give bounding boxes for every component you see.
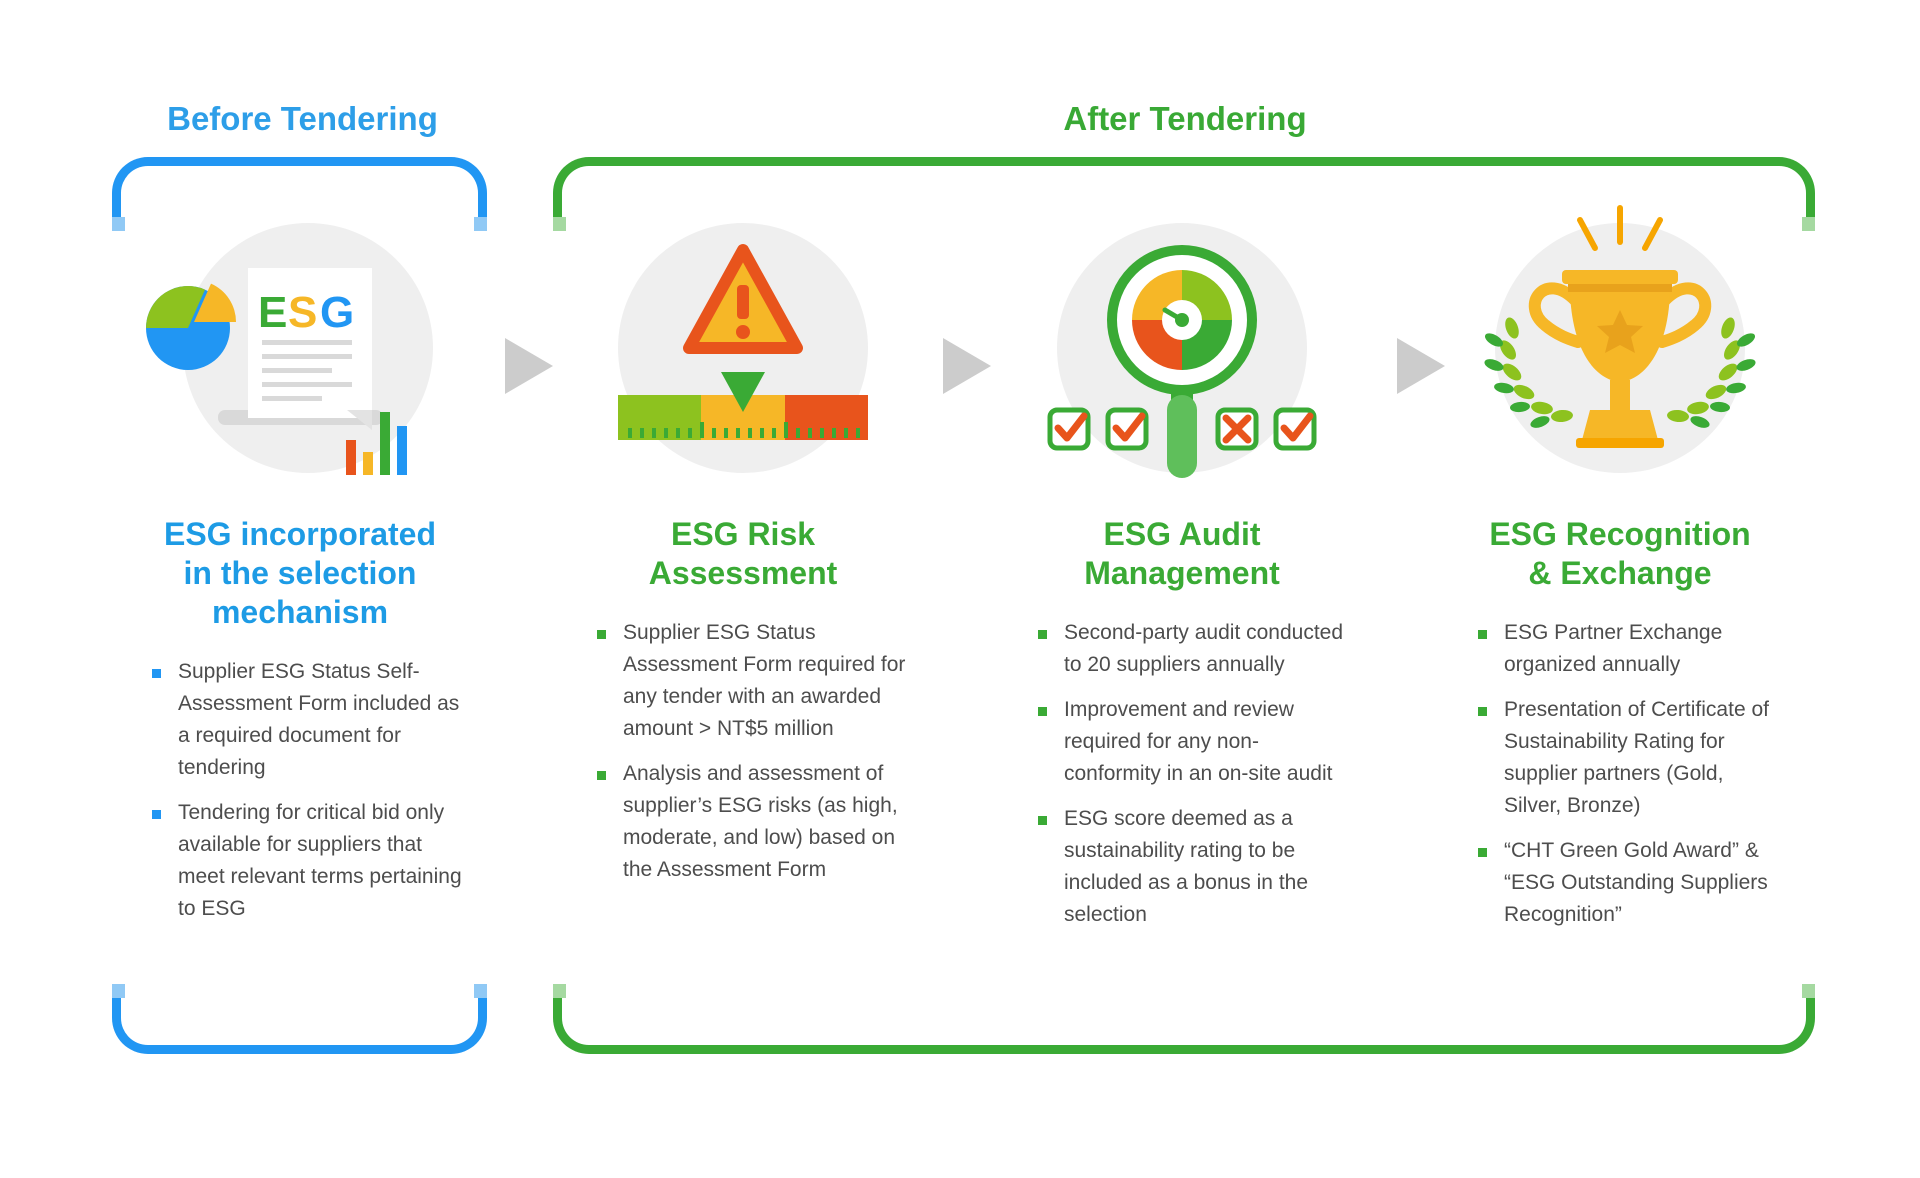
- after-bracket-cap: [553, 984, 566, 998]
- column-title: ESG incorporated in the selection mechan…: [130, 515, 470, 632]
- column-title-line: Management: [1084, 555, 1280, 591]
- after-bracket-cap: [1802, 217, 1815, 231]
- column-title-line: ESG Recognition: [1489, 516, 1751, 552]
- column-title-line: ESG Audit: [1103, 516, 1261, 552]
- bullet-list: Supplier ESG Status Assessment Form requ…: [573, 617, 913, 886]
- column-title-line: ESG incorporated: [163, 516, 437, 552]
- trophy-icon: [1450, 200, 1790, 490]
- before-bracket-cap: [112, 217, 125, 231]
- before-bracket-cap: [474, 984, 487, 998]
- before-bracket-cap: [474, 217, 487, 231]
- before-tendering-heading: Before Tendering: [167, 100, 438, 137]
- after-bracket-cap: [553, 217, 566, 231]
- bullet-item: ESG score deemed as a sustainability rat…: [1038, 803, 1348, 931]
- bullet-item: ESG Partner Exchange organized annually: [1478, 617, 1786, 681]
- column-title: ESG Audit Management: [1012, 515, 1352, 593]
- bullet-item: Supplier ESG Status Assessment Form requ…: [597, 617, 909, 745]
- esg-document-icon: E S G: [130, 200, 470, 490]
- bullet-item: Presentation of Certificate of Sustainab…: [1478, 694, 1786, 822]
- column-title-line: & Exchange: [1528, 555, 1712, 591]
- svg-text:G: G: [320, 288, 354, 337]
- column-title-line: in the selection: [183, 555, 417, 591]
- risk-warning-icon: [573, 200, 913, 490]
- step-arrow-icon: [1397, 338, 1445, 394]
- bullet-list: Supplier ESG Status Self-Assessment Form…: [130, 656, 470, 925]
- before-bracket-bottom: [112, 984, 487, 1054]
- bullet-list: ESG Partner Exchange organized annually …: [1450, 617, 1790, 931]
- column-title-line: ESG Risk: [670, 516, 816, 552]
- before-bracket-top: [112, 157, 487, 227]
- column-title: ESG Recognition & Exchange: [1450, 515, 1790, 593]
- svg-text:S: S: [288, 288, 317, 337]
- bullet-item: Improvement and review required for any …: [1038, 694, 1348, 790]
- bullet-item: Analysis and assessment of supplier’s ES…: [597, 758, 909, 886]
- bullet-list: Second-party audit conducted to 20 suppl…: [1012, 617, 1352, 931]
- after-bracket-cap: [1802, 984, 1815, 998]
- after-tendering-heading: After Tendering: [1063, 100, 1307, 137]
- after-bracket-bottom: [553, 984, 1815, 1054]
- bullet-item: “CHT Green Gold Award” & “ESG Outstandin…: [1478, 835, 1786, 931]
- column-title: ESG Risk Assessment: [573, 515, 913, 593]
- step-arrow-icon: [505, 338, 553, 394]
- svg-text:E: E: [258, 288, 287, 337]
- bullet-item: Tendering for critical bid only availabl…: [152, 797, 466, 925]
- column-title-line: Assessment: [648, 555, 838, 591]
- after-bracket-top: [553, 157, 1815, 227]
- bullet-item: Second-party audit conducted to 20 suppl…: [1038, 617, 1348, 681]
- column-risk-assessment: ESG Risk Assessment Supplier ESG Status …: [573, 515, 913, 899]
- column-audit-management: ESG Audit Management Second-party audit …: [1012, 515, 1352, 944]
- before-bracket-cap: [112, 984, 125, 998]
- audit-magnifier-icon: [1012, 200, 1352, 490]
- column-recognition-exchange: ESG Recognition & Exchange ESG Partner E…: [1450, 515, 1790, 944]
- step-arrow-icon: [943, 338, 991, 394]
- bullet-item: Supplier ESG Status Self-Assessment Form…: [152, 656, 466, 784]
- column-title-line: mechanism: [211, 594, 389, 630]
- column-selection-mechanism: ESG incorporated in the selection mechan…: [130, 515, 470, 938]
